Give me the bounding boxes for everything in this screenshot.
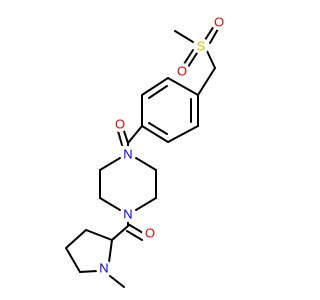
bond-ring-inner-1 [148, 85, 168, 99]
sulfur-label: S [197, 39, 206, 54]
bond-carbonyl-o-a [123, 130, 129, 144]
bond-ring-4 [141, 125, 169, 143]
bond-s-o-left-b [187, 52, 198, 68]
bond-ring-1 [167, 77, 199, 96]
bond-pyr-5 [108, 239, 113, 263]
carbonyl-oxygen-amide-label: O [145, 226, 155, 241]
bond-pip-4 [99, 197, 121, 211]
bond-ring-carbonyl [127, 125, 143, 144]
bond-s-o-left-a [183, 49, 194, 65]
bond-ring-inner-2 [148, 122, 168, 135]
bond-pip-6 [99, 157, 121, 171]
bond-n-methyl [109, 275, 125, 288]
atom-carbonyl-oxygen-aryl: O [112, 116, 128, 132]
bond-ch2-ring [197, 67, 216, 96]
molecule-structure: S O O O N N O N [65, 14, 227, 288]
atom-sulfonyl-oxygen-left: O [174, 63, 190, 79]
atom-piperazine-n-bottom: N [120, 206, 136, 222]
bonds [65, 25, 219, 288]
bond-s-o-top-b [209, 28, 219, 44]
bond-ring-5 [167, 125, 199, 143]
bond-carbonyl2-pyr [111, 225, 129, 241]
bond-carbonyl2-o-b [126, 230, 143, 241]
bond-s-ch2 [206, 50, 216, 69]
bond-pyr-2 [65, 229, 87, 249]
bond-pyr-1 [85, 229, 113, 241]
bond-carbonyl2-o-a [127, 223, 144, 234]
atom-labels: S O O O N N O N [96, 14, 227, 276]
bond-methyl-s [174, 30, 194, 43]
atom-sulfonyl-oxygen-top: O [211, 14, 227, 30]
bond-carbonyl-o-b [117, 130, 123, 146]
atom-piperazine-n-top: N [120, 146, 136, 162]
carbonyl-oxygen-aryl-label: O [115, 117, 125, 132]
atom-pyrrolidine-n: N [96, 260, 112, 276]
bond-pip-3 [135, 197, 157, 211]
piperazine-n-top-label: N [123, 147, 132, 162]
bond-pip-1 [135, 157, 157, 171]
sulfonyl-oxygen-top-label: O [214, 15, 224, 30]
bond-pyr-3 [65, 247, 81, 273]
atom-sulfur: S [193, 38, 209, 54]
bond-s-o-top-a [204, 25, 215, 41]
bond-pyr-4 [79, 270, 98, 273]
pyrrolidine-n-label: N [99, 261, 108, 276]
bond-ring-2 [141, 77, 169, 96]
atom-carbonyl-oxygen-amide: O [142, 225, 158, 241]
sulfonyl-oxygen-left-label: O [177, 64, 187, 79]
piperazine-n-bottom-label: N [123, 207, 132, 222]
